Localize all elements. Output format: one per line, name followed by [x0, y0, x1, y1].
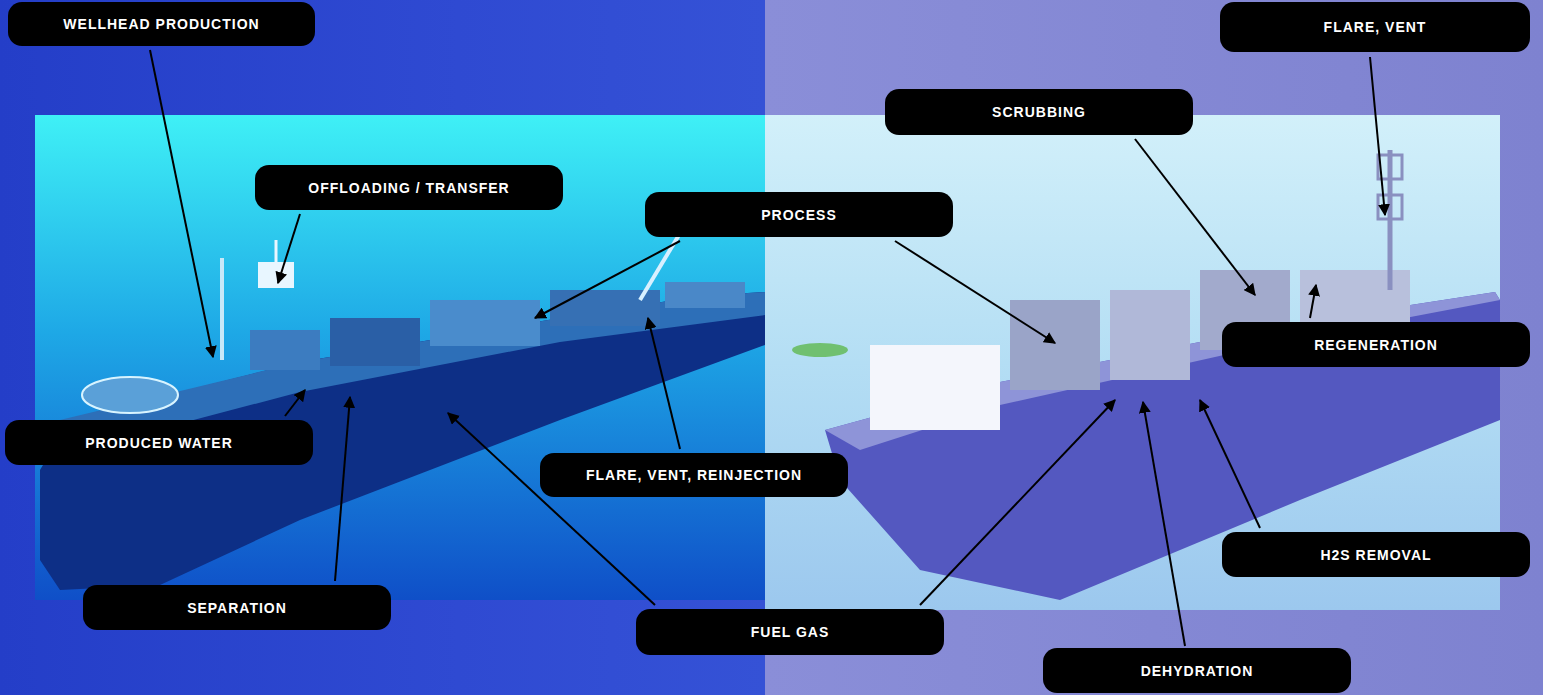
callout-box: FLARE, VENT, REINJECTION [540, 453, 848, 497]
leader-line [1143, 402, 1185, 646]
leader-line [150, 50, 213, 357]
module [1010, 300, 1100, 390]
leader-line [648, 318, 680, 449]
callout-label: FLARE, VENT, REINJECTION [586, 467, 802, 483]
accommodation [870, 345, 1000, 430]
lifeboat [792, 343, 848, 357]
module [665, 282, 745, 308]
leader-line [895, 241, 1055, 343]
leader-line [1370, 57, 1385, 215]
left-sea [35, 115, 765, 600]
module [430, 300, 540, 346]
module [1110, 290, 1190, 380]
callout-label: FUEL GAS [751, 624, 830, 640]
leader-line [278, 214, 300, 283]
leader-line [448, 413, 655, 605]
derrick [220, 258, 224, 360]
callout-box: WELLHEAD PRODUCTION [8, 2, 315, 46]
offloading-mast [275, 240, 278, 262]
leader-line [920, 400, 1115, 605]
callout-label: H2S REMOVAL [1320, 547, 1431, 563]
callout-label: OFFLOADING / TRANSFER [308, 180, 509, 196]
callout-box: FLARE, VENT [1220, 2, 1530, 52]
leader-line [335, 397, 350, 581]
offloading-vessel [258, 262, 294, 288]
callout-box: PROCESS [645, 192, 953, 237]
callout-label: WELLHEAD PRODUCTION [63, 16, 259, 32]
callout-label: REGENERATION [1314, 337, 1438, 353]
callout-box: PRODUCED WATER [5, 420, 313, 465]
leader-line [1135, 139, 1255, 295]
callout-label: FLARE, VENT [1324, 19, 1427, 35]
leader-line [1200, 400, 1260, 528]
module [250, 330, 320, 370]
callout-box: SCRUBBING [885, 89, 1193, 135]
callout-box: FUEL GAS [636, 609, 944, 655]
callout-box: SEPARATION [83, 585, 391, 630]
callout-label: SCRUBBING [992, 104, 1086, 120]
callout-box: REGENERATION [1222, 322, 1530, 367]
leader-line [535, 241, 680, 318]
helideck [82, 377, 178, 413]
callout-box: H2S REMOVAL [1222, 532, 1530, 577]
callout-label: PROCESS [761, 207, 836, 223]
callout-box: OFFLOADING / TRANSFER [255, 165, 563, 210]
leader-line [1310, 285, 1316, 318]
leader-line [285, 390, 305, 416]
callout-label: PRODUCED WATER [85, 435, 233, 451]
callout-label: SEPARATION [187, 600, 287, 616]
module [330, 318, 420, 366]
flare-frame [1378, 195, 1402, 219]
callout-label: DEHYDRATION [1141, 663, 1254, 679]
left-hull [40, 292, 765, 590]
callout-box: DEHYDRATION [1043, 648, 1351, 693]
module [1300, 270, 1410, 330]
